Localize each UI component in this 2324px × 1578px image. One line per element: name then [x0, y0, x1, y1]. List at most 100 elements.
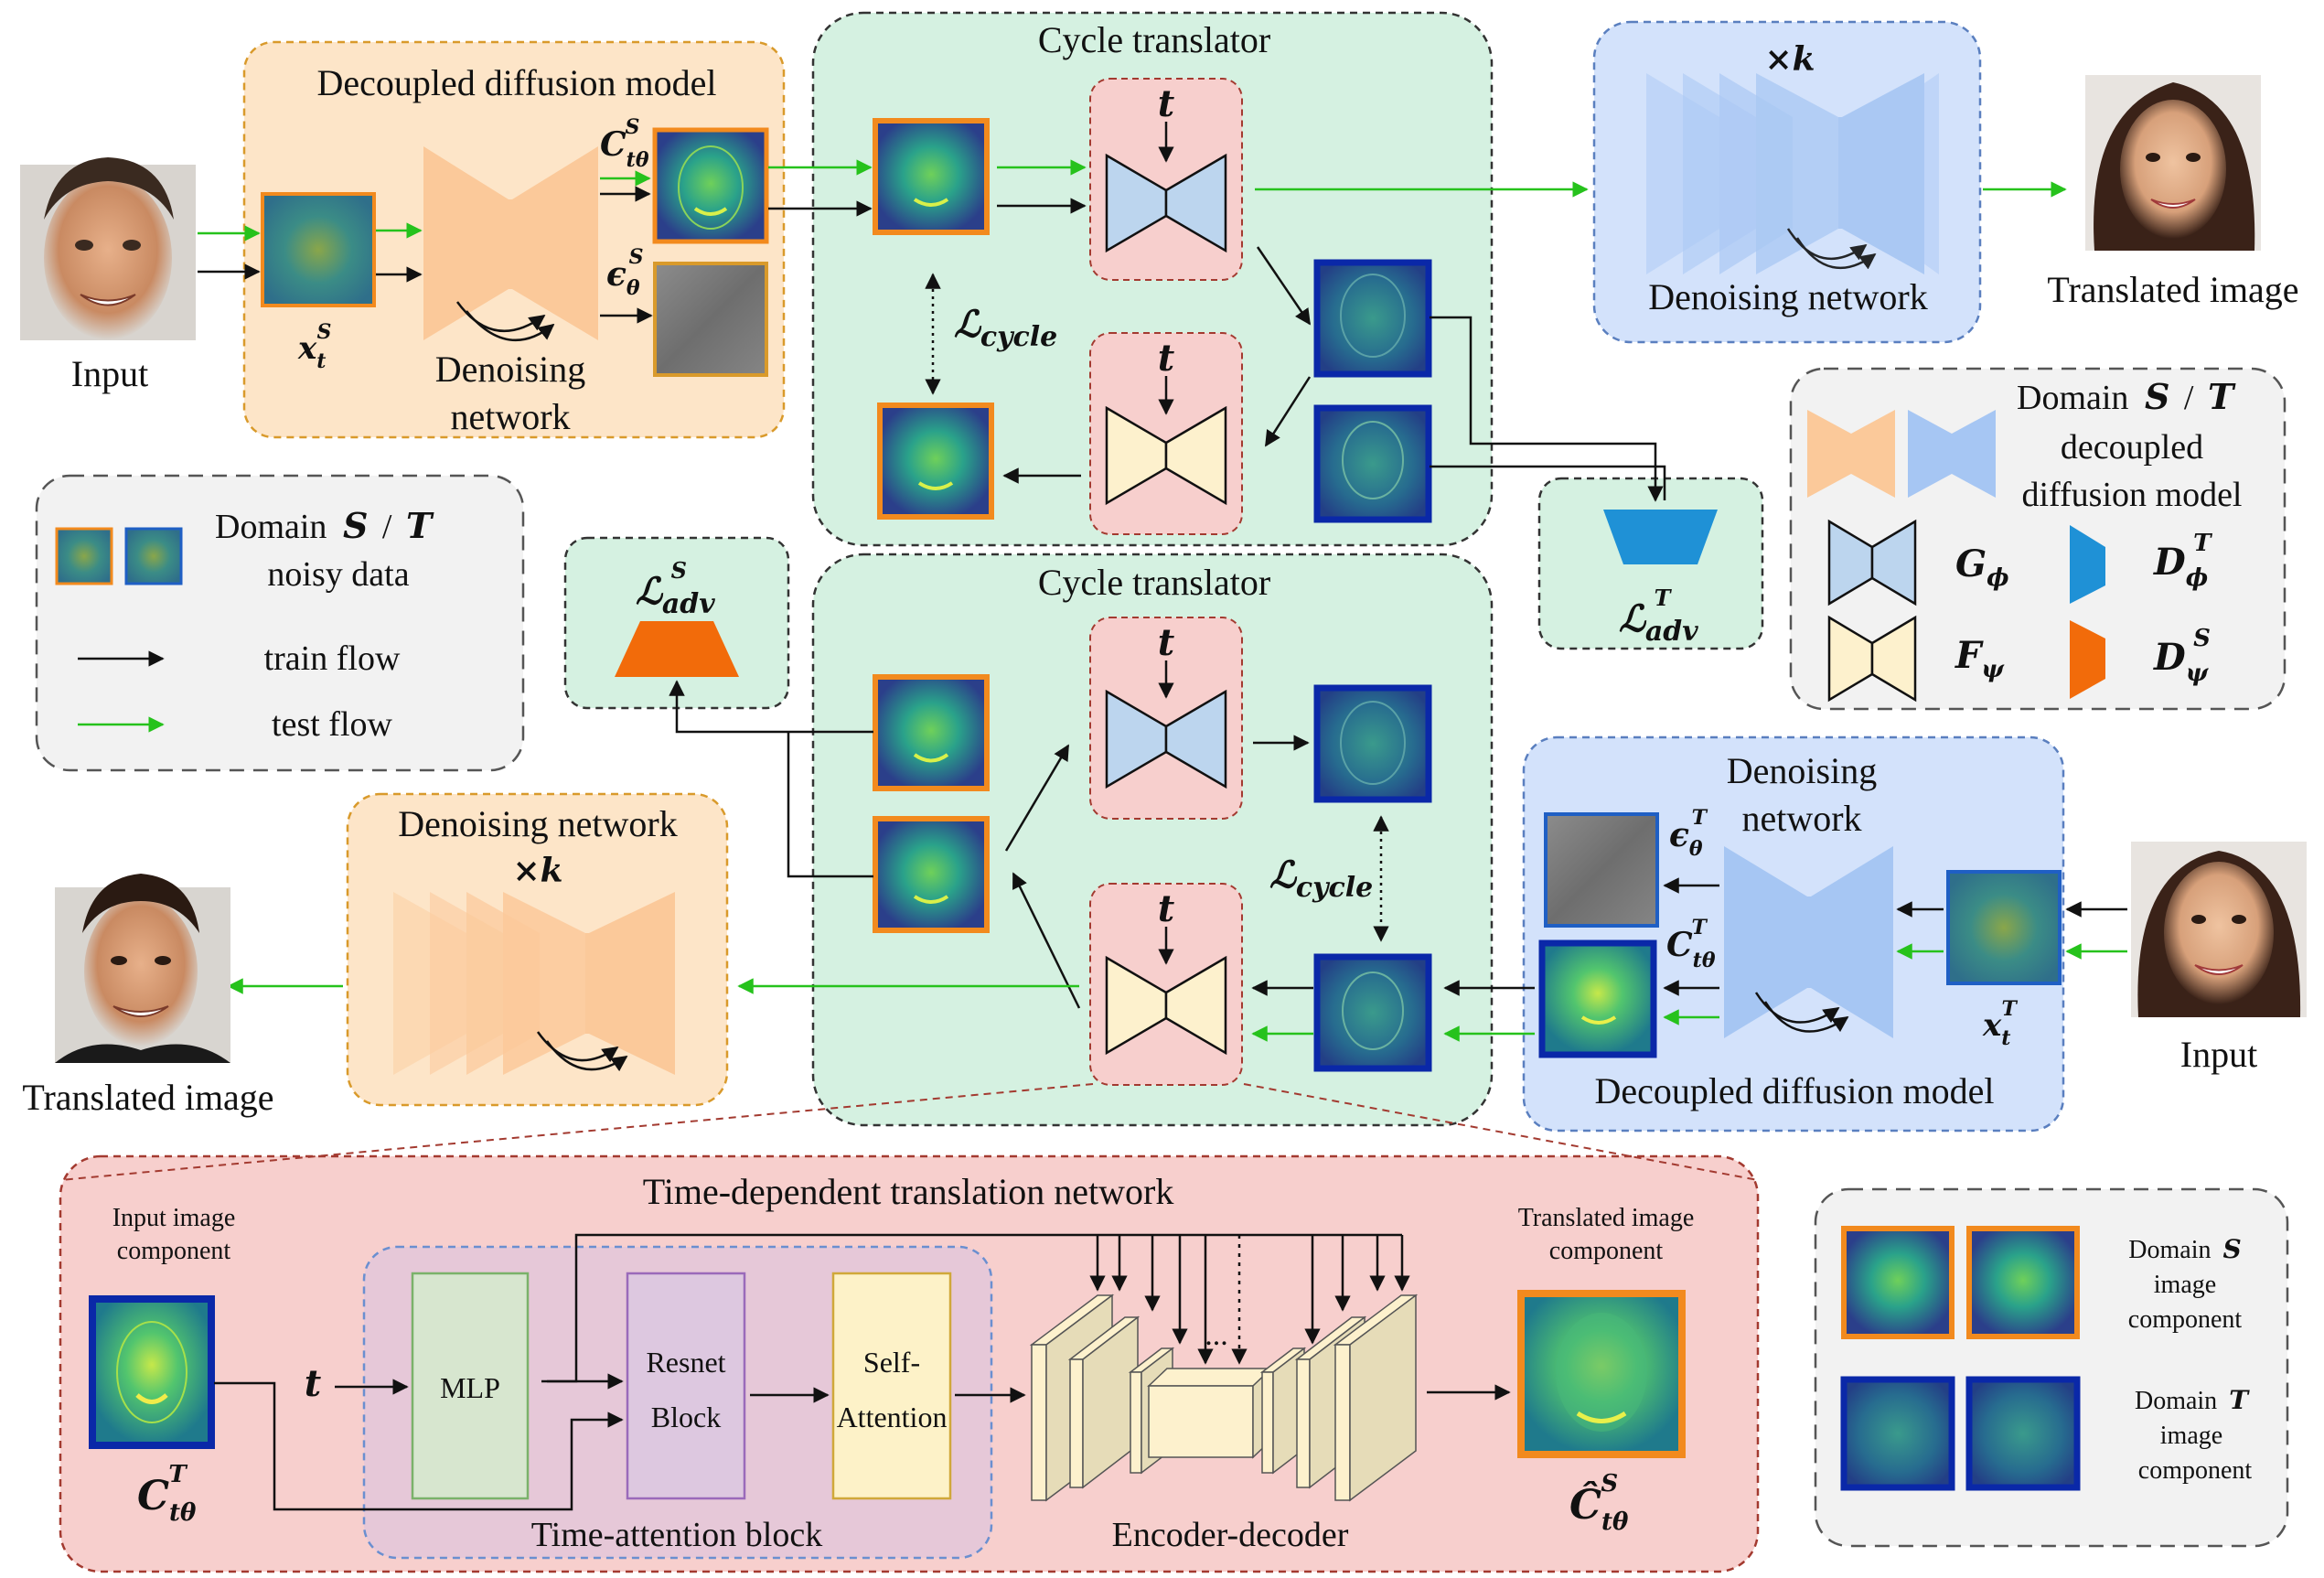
cycle-top-target-image [1313, 259, 1432, 378]
denoising-network-k-top [1646, 73, 1939, 274]
discriminator-s [615, 621, 739, 677]
legend-dt-label: DϕT [2153, 530, 2212, 592]
input-face-source [20, 157, 196, 340]
legend-domain-t-line1: Domain T [2135, 1385, 2250, 1415]
translated-label-top: Translated image [2047, 269, 2298, 310]
times-k-top: ×k [1764, 40, 1815, 79]
xt-s-label: xtS [297, 320, 331, 373]
noise-estimate-target [1544, 812, 1659, 928]
resnet-label-2: Block [651, 1401, 721, 1433]
input-face-target [2131, 842, 2307, 1017]
legend-f-icon [1827, 615, 1917, 703]
input-label-left: Input [71, 353, 148, 394]
mlp-block [411, 1272, 530, 1500]
legend-decoupled: decoupled [2061, 428, 2203, 467]
translated-label-bottom: Translated image [22, 1077, 273, 1118]
time-attention-label: Time-attention block [531, 1516, 822, 1554]
real-target-image-top [1313, 404, 1432, 523]
denoising-network-bottom-label-1: Denoising [1727, 750, 1877, 791]
legend-domain-s-line3: component [2128, 1305, 2243, 1334]
tdtn-output-label-2: component [1549, 1237, 1664, 1265]
noisy-image-target [1946, 870, 2062, 985]
component-image-source-top [652, 127, 769, 244]
cycle-bottom-title: Cycle translator [1038, 562, 1270, 603]
legend-domain-s-image-1 [1841, 1226, 1955, 1339]
denoising-network-top-label-1: Denoising [435, 349, 585, 390]
input-label-right: Input [2180, 1034, 2257, 1075]
times-k-bottom: ×k [512, 852, 562, 890]
legend-right-domain: Domain S / T [2017, 376, 2236, 417]
denoise-k-bottom-label: Denoising network [398, 803, 678, 844]
eps-bot-label: ϵθT [1669, 806, 1708, 861]
l-cycle-bottom: ℒcycle [1269, 853, 1373, 904]
legend-g-icon [1827, 519, 1917, 607]
legend-domain-t-line3: component [2138, 1456, 2253, 1485]
legend-test-flow: test flow [272, 705, 392, 744]
legend-ds-label: DψS [2153, 625, 2211, 687]
translator-f-top [1105, 405, 1227, 506]
legend-domain-t-line2: image [2160, 1422, 2222, 1450]
encoder-decoder-label: Encoder-decoder [1112, 1516, 1349, 1554]
legend-train-flow: train flow [264, 639, 401, 678]
tdtn-output-component [1517, 1290, 1686, 1458]
xt-t-label: xtT [1982, 997, 2018, 1050]
translated-face-top [2085, 75, 2261, 251]
legend-orange-unet [1807, 410, 1895, 498]
tdtn-input-label-1: Input image [112, 1204, 236, 1232]
denoise-k-top-label: Denoising network [1648, 276, 1928, 317]
legend-domain-s-line1: Domain S [2128, 1234, 2241, 1264]
tdtn-title: Time-dependent translation network [643, 1171, 1174, 1212]
legend-left-domain: Domain S / T [215, 505, 434, 546]
cycle-top-source-image [873, 118, 990, 235]
legend-dt-icon [2070, 525, 2105, 604]
legend-ds-icon [2070, 620, 2105, 699]
noisy-image-source [261, 192, 376, 307]
translator-f-bottom [1105, 955, 1227, 1056]
legend-noisy-label: noisy data [267, 555, 409, 594]
legend-g-label: Gϕ [1955, 542, 2009, 592]
cycle-bottom-target-input [1313, 953, 1432, 1072]
translator-g-bottom [1105, 689, 1227, 789]
noise-estimate-source [653, 262, 768, 377]
component-image-target-bottom [1538, 939, 1657, 1058]
legend-domain-s-line2: image [2154, 1271, 2216, 1299]
c-top-label: CtθS [600, 115, 649, 172]
self-attention-label-2: Attention [837, 1401, 948, 1433]
cycle-bottom-reconstructed-target [1313, 684, 1432, 803]
denoising-network-bottom-label-2: network [1741, 798, 1861, 839]
self-attention-block [831, 1272, 952, 1500]
ddm-bottom-title: Decoupled diffusion model [1595, 1070, 1995, 1111]
t-label-g-bottom: t [1158, 621, 1175, 664]
tdtn-c-in-label: CtθT [137, 1461, 197, 1527]
c-bot-label: CtθT [1666, 916, 1716, 972]
discriminator-t [1603, 510, 1718, 564]
real-source-image-bottom [873, 674, 990, 791]
legend-domain-t-image-1 [1840, 1376, 1955, 1491]
encoder-decoder [1029, 1294, 1419, 1502]
legend-domain-t-image-2 [1965, 1376, 2081, 1491]
ddm-top-title: Decoupled diffusion model [317, 62, 717, 103]
l-cycle-top: ℒcycle [954, 303, 1057, 353]
t-label-f-top: t [1158, 337, 1175, 380]
denoising-network-bottom-unet [1724, 846, 1893, 1038]
legend-noisy-s [55, 527, 113, 585]
translated-face-bottom [55, 874, 230, 1063]
mlp-label: MLP [440, 1371, 500, 1404]
resnet-block [626, 1272, 746, 1500]
l-adv-s: ℒadvS [636, 557, 715, 620]
translator-g-top [1105, 153, 1227, 253]
tdtn-c-out-label: ĈtθS [1569, 1470, 1629, 1536]
legend-blue-unet [1908, 410, 1996, 498]
denoising-network-k-bottom [393, 892, 675, 1075]
legend-f-label: Fψ [1955, 634, 2005, 683]
cycle-top-title: Cycle translator [1038, 19, 1270, 60]
tdtn-input-label-2: component [117, 1237, 231, 1265]
resnet-label-1: Resnet [646, 1346, 725, 1379]
denoising-network-top-label-2: network [450, 396, 570, 437]
tdtn-output-label-1: Translated image [1518, 1204, 1695, 1232]
encdec-ellipsis: ... [1205, 1318, 1228, 1352]
t-label-g-top: t [1158, 82, 1175, 125]
tdtn-t-label: t [305, 1362, 322, 1405]
legend-noisy-t [124, 527, 183, 585]
eps-top-label: ϵθS [606, 245, 644, 300]
